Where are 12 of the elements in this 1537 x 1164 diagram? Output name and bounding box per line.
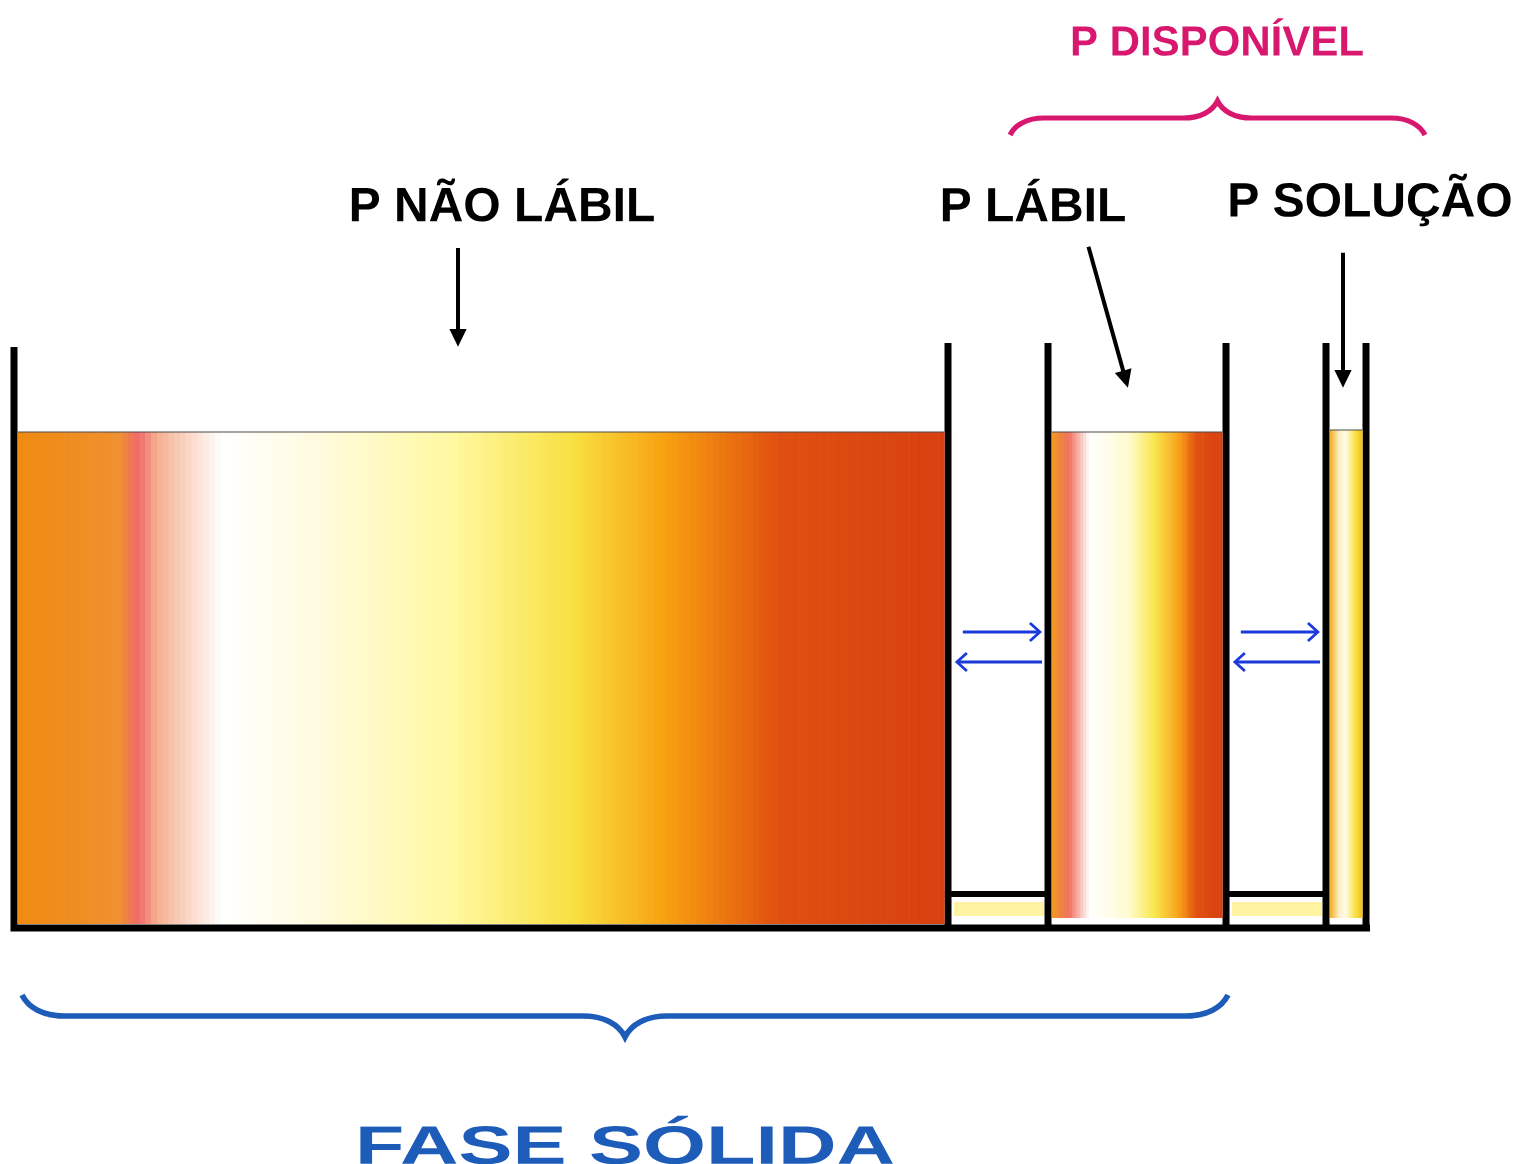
group-label: P DISPONÍVEL	[1072, 18, 1363, 56]
arrow	[1240, 621, 1320, 643]
arrow	[962, 621, 1042, 643]
label-text: P LÁBIL	[942, 178, 1125, 222]
arrow	[1232, 651, 1320, 673]
compartment	[1329, 429, 1363, 918]
group-label: FASE SÓLIDA	[360, 1115, 893, 1164]
label-text: P SOLUÇÃO	[1230, 173, 1511, 227]
label-text: P NÃO LÁBIL	[351, 178, 654, 222]
arrow	[954, 651, 1042, 673]
compartment	[17, 431, 945, 924]
compartment	[1051, 431, 1223, 918]
